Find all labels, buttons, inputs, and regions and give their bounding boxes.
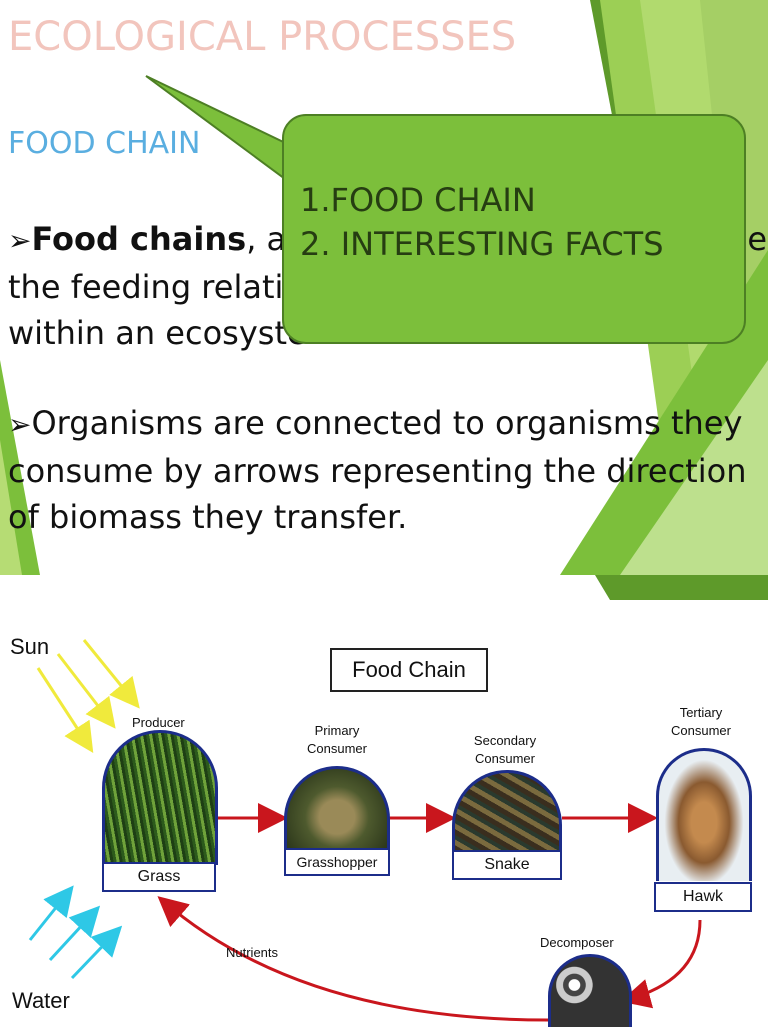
- slide-subtitle: FOOD CHAIN: [8, 126, 201, 161]
- callout-box: [282, 114, 746, 344]
- decomposer-label: Decomposer: [540, 935, 614, 950]
- bullet-bold-term: Food chains: [31, 220, 247, 258]
- primary-role-2: Consumer: [307, 741, 367, 756]
- hawk-name: Hawk: [654, 882, 752, 912]
- bullet-arrow-icon: ➢: [8, 224, 32, 257]
- diagram-title: Food Chain: [330, 648, 488, 692]
- callout-text: 1.FOOD CHAIN 2. INTERESTING FACTS: [300, 178, 664, 266]
- sun-rays-icon: [36, 639, 140, 754]
- water-label: Water: [12, 988, 70, 1013]
- slide-title: ECOLOGICAL PROCESSES: [8, 14, 517, 60]
- callout-line-2: 2. INTERESTING FACTS: [300, 225, 664, 263]
- sun-label: Sun: [10, 634, 50, 659]
- nutrients-label: Nutrients: [226, 945, 279, 960]
- primary-consumer-label: Primary Consumer: [300, 722, 374, 758]
- callout-line-1: 1.FOOD CHAIN: [300, 181, 536, 219]
- grasshopper-name: Grasshopper: [284, 848, 390, 876]
- snake-image: [452, 770, 562, 851]
- food-chain-diagram: Sun Water Nutrients Food Chain Producer …: [0, 600, 768, 1027]
- bullet-organisms: ➢Organisms are connected to organisms th…: [8, 400, 768, 540]
- primary-role-1: Primary: [314, 723, 360, 738]
- tertiary-consumer-label: Tertiary Consumer: [664, 704, 738, 740]
- grasshopper-image: [284, 766, 390, 849]
- snake-name: Snake: [452, 850, 562, 880]
- producer-label: Producer: [132, 715, 185, 730]
- diagram-graphics: [28, 639, 702, 1022]
- secondary-role-2: Consumer: [475, 751, 535, 766]
- tertiary-role-1: Tertiary: [679, 705, 723, 720]
- tertiary-role-2: Consumer: [671, 723, 731, 738]
- grass-name: Grass: [102, 862, 216, 892]
- secondary-role-1: Secondary: [473, 733, 537, 748]
- grass-image: [102, 730, 218, 865]
- bullet-arrow-icon-2: ➢: [8, 408, 32, 441]
- slide: ECOLOGICAL PROCESSES FOOD CHAIN ➢Food ch…: [0, 0, 768, 600]
- hawk-image: [656, 748, 752, 881]
- bullet-text-2: Organisms are connected to organisms the…: [8, 404, 747, 536]
- decomposer-image: [548, 954, 632, 1027]
- secondary-consumer-label: Secondary Consumer: [468, 732, 542, 768]
- water-rays-icon: [28, 885, 123, 980]
